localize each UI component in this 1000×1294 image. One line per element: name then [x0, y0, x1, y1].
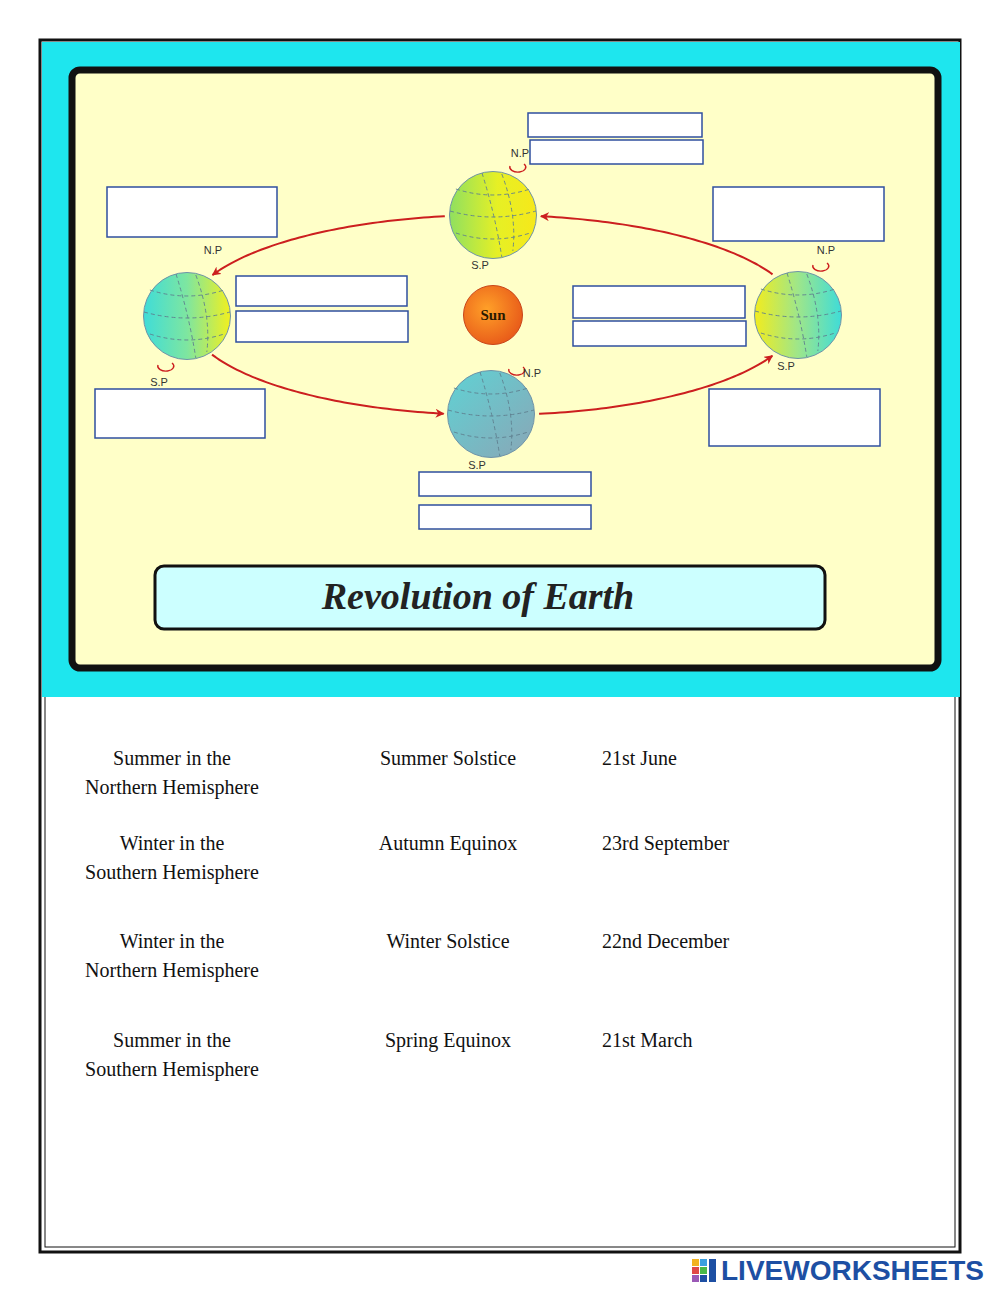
answer-box [419, 505, 591, 529]
answer-box [236, 311, 408, 342]
word-bank-item: Summer in the Southern Hemisphere [82, 1026, 262, 1084]
outline [755, 272, 842, 359]
answer-box [713, 187, 884, 241]
word-bank-item: 22nd December [602, 927, 822, 956]
orbit-arrow [213, 216, 445, 275]
word-bank-item: Spring Equinox [348, 1026, 548, 1055]
cyan-band [42, 42, 960, 697]
north-pole-label: N.P [817, 244, 835, 256]
answer-box [95, 389, 265, 438]
globe-lines [755, 273, 841, 357]
word-bank-item: Summer Solstice [348, 744, 548, 773]
word-bank-item: 21st March [602, 1026, 822, 1055]
earth-globe: N.PS.P [447, 370, 535, 458]
title-box [155, 566, 825, 629]
rotation-arrows [158, 164, 829, 375]
rotation-arrow [509, 367, 525, 375]
globe-shape [754, 271, 842, 359]
answer-box [419, 472, 591, 496]
word-bank-item: Winter Solstice [348, 927, 548, 956]
outline [144, 273, 231, 360]
outline [448, 371, 535, 458]
answer-box [236, 276, 407, 306]
answer-box [573, 321, 746, 346]
globe-lines [450, 173, 536, 257]
word-bank-item: Winter in the Southern Hemisphere [82, 829, 262, 887]
word-bank-item: Summer in the Northern Hemisphere [82, 744, 262, 802]
diagram-panel [72, 70, 938, 668]
north-pole-label: N.P [511, 147, 529, 159]
earth-globe: N.PS.P [449, 171, 537, 259]
sun-circle: Sun [463, 285, 523, 345]
south-pole-label: S.P [150, 376, 168, 388]
rotation-arrow [813, 263, 829, 271]
globe-lines [144, 274, 230, 358]
answer-box [709, 389, 880, 446]
globe-shape [447, 370, 535, 458]
page-border-inner [45, 45, 955, 1247]
answer-box [528, 113, 702, 137]
answer-box [573, 286, 745, 318]
word-bank-item: Autumn Equinox [348, 829, 548, 858]
globe-lines [448, 372, 534, 456]
outline [464, 286, 523, 345]
watermark: LIVEWORKSHEETS [721, 1256, 984, 1286]
globe-shape [449, 171, 537, 259]
orbit-arrow [541, 216, 773, 274]
diagram-title: Revolution of Earth [322, 574, 635, 618]
south-pole-label: S.P [777, 360, 795, 372]
south-pole-label: S.P [471, 259, 489, 271]
answer-box [107, 187, 277, 237]
word-bank-item: Winter in the Northern Hemisphere [82, 927, 262, 985]
word-bank-item: 23rd September [602, 829, 822, 858]
rotation-arrow [158, 363, 174, 371]
word-bank-item: 21st June [602, 744, 822, 773]
north-pole-label: N.P [204, 244, 222, 256]
earth-globe: N.PS.P [754, 271, 842, 359]
sun-label: Sun [480, 307, 505, 324]
outline [450, 172, 537, 259]
answer-box [530, 140, 703, 164]
south-pole-label: S.P [468, 459, 486, 471]
page-border [40, 40, 960, 1252]
globe-shape [143, 272, 231, 360]
watermark-icon [692, 1259, 716, 1282]
north-pole-label: N.P [523, 367, 541, 379]
earth-globe: N.PS.P [143, 272, 231, 360]
rotation-arrow [510, 164, 526, 172]
orbit-arrow [212, 355, 444, 414]
blank-answer-boxes [95, 113, 884, 529]
orbit-arrow [539, 356, 772, 414]
